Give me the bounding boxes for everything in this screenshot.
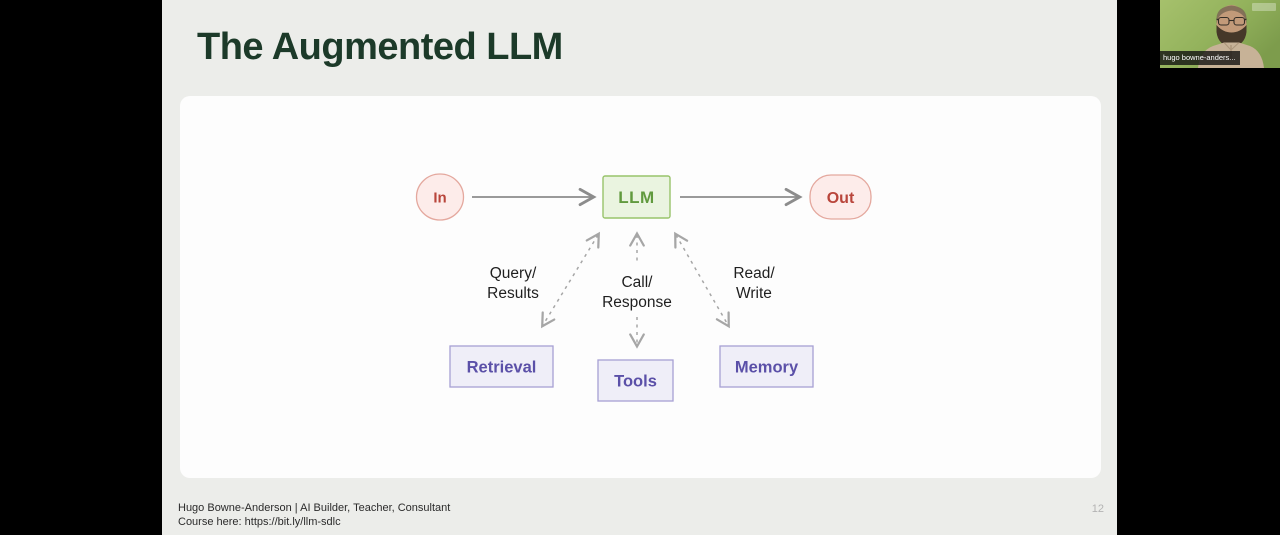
retrieval-node — [449, 345, 554, 388]
in-node-label: In — [433, 190, 446, 207]
query-results-label-line1: Query/ — [490, 265, 537, 282]
webcam-thumbnail[interactable]: hugo bowne-anders... — [1160, 0, 1280, 68]
llm-node-label: LLM — [618, 188, 654, 207]
slide-footer: Hugo Bowne-Anderson | AI Builder, Teache… — [178, 501, 450, 529]
slide-page-number: 12 — [1091, 503, 1104, 515]
watermark-badge — [1252, 3, 1276, 11]
call-response-label-line2: Response — [602, 294, 672, 311]
memory-node — [719, 345, 814, 388]
in-node — [415, 173, 465, 221]
slide-title: The Augmented LLM — [197, 26, 563, 68]
query-results-label-line2: Results — [487, 285, 539, 302]
out-node-label: Out — [827, 190, 855, 207]
diagram-panel: In LLM Out Query/ Results Call/ Response… — [180, 96, 1101, 478]
presentation-slide: The Augmented LLM — [162, 0, 1117, 535]
participant-name-label: hugo bowne-anders... — [1160, 51, 1240, 65]
memory-node-label: Memory — [735, 359, 799, 377]
read-write-label-line1: Read/ — [733, 265, 775, 282]
footer-author-line: Hugo Bowne-Anderson | AI Builder, Teache… — [178, 502, 451, 514]
out-node — [809, 174, 872, 220]
footer-course-link: Course here: https://bit.ly/llm-sdlc — [178, 516, 341, 528]
augmented-llm-diagram: In LLM Out Query/ Results Call/ Response… — [415, 173, 872, 402]
llm-node — [602, 175, 671, 219]
dashed-arrow-llm-memory — [674, 231, 730, 329]
call-response-label-line1: Call/ — [621, 274, 653, 291]
read-write-label-line2: Write — [736, 285, 772, 302]
tools-node — [597, 359, 674, 402]
dashed-arrow-llm-retrieval — [541, 231, 600, 329]
tools-node-label: Tools — [614, 373, 657, 391]
retrieval-node-label: Retrieval — [467, 359, 537, 377]
